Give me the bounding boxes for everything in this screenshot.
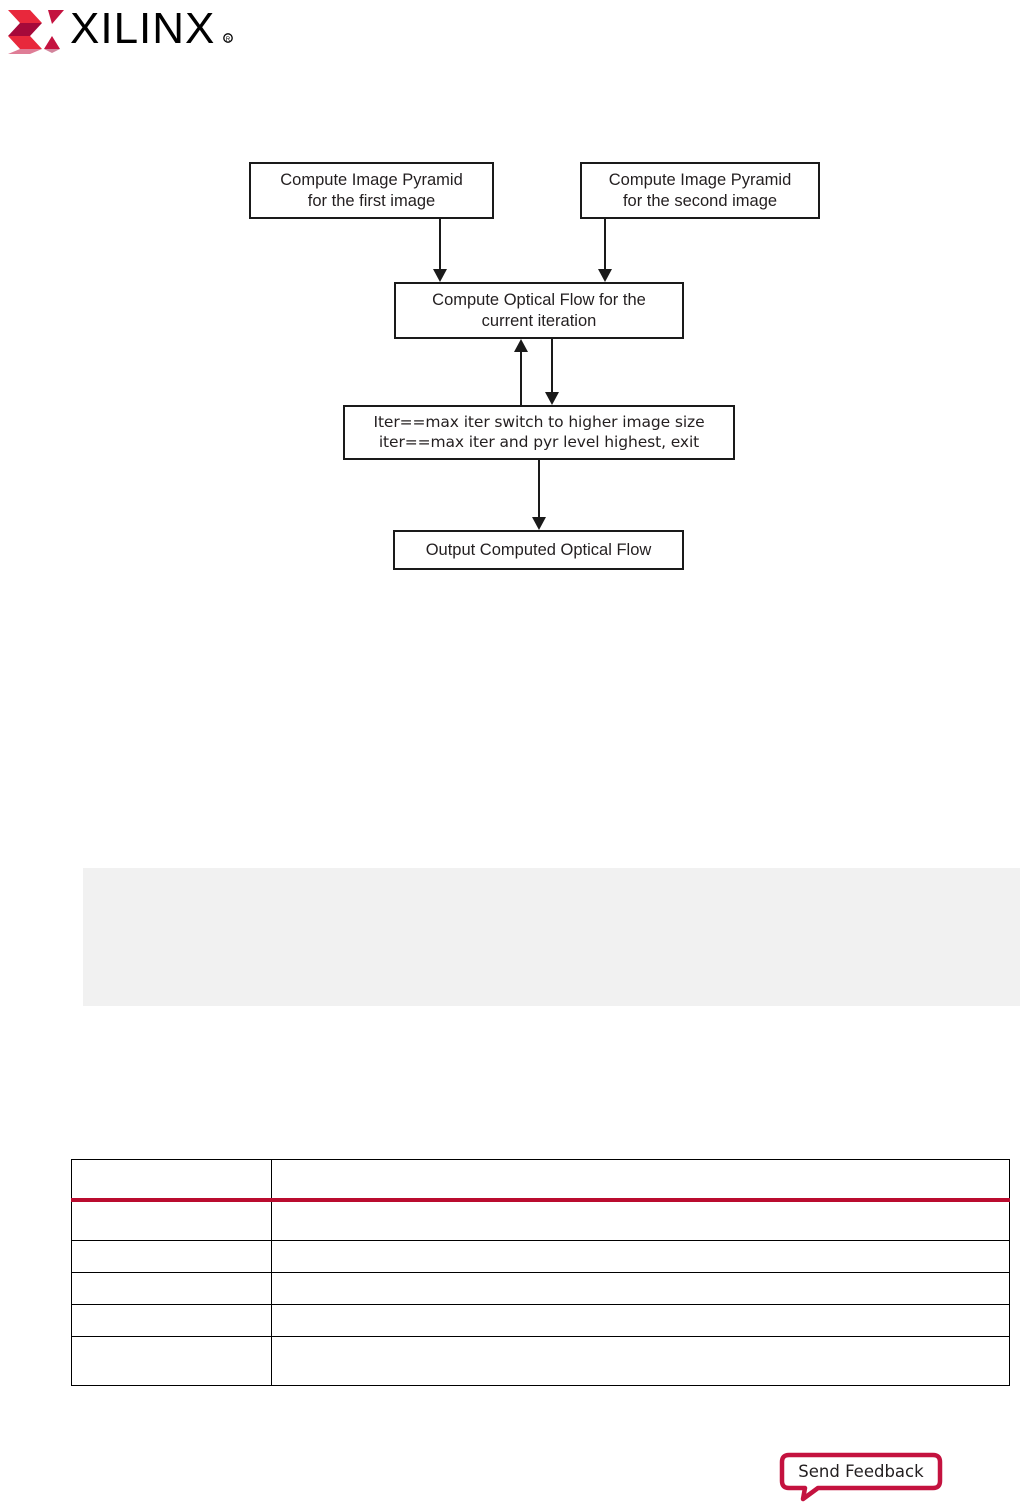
- table-row: [71, 1272, 1010, 1305]
- flow-box-line: current iteration: [481, 311, 597, 330]
- flow-box-line: Compute Optical Flow for the: [432, 290, 646, 309]
- send-feedback-bubble-icon: [779, 1452, 943, 1502]
- table-cell: [71, 1336, 272, 1386]
- table-header-row: [71, 1159, 1010, 1202]
- connector-pyramid1-to-flow: [439, 219, 441, 269]
- table-row: [71, 1199, 1010, 1241]
- table-cell: [71, 1272, 272, 1305]
- flow-box-line: for the second image: [622, 191, 778, 210]
- table-cell: [71, 1199, 272, 1241]
- wordmark-text: XILINX: [70, 5, 215, 53]
- flow-box-line: iter==max iter and pyr level highest, ex…: [378, 432, 700, 451]
- arrowhead-pyramid2-to-flow: [598, 269, 612, 282]
- flow-box-iteration-condition: Iter==max iter switch to higher image si…: [343, 405, 735, 460]
- flow-box-compute-pyramid-second: Compute Image Pyramid for the second ima…: [580, 162, 820, 219]
- flow-box-line: Compute Image Pyramid: [280, 170, 463, 189]
- connector-pyramid2-to-flow: [604, 219, 606, 269]
- flow-box-compute-optical-flow: Compute Optical Flow for the current ite…: [394, 282, 684, 339]
- flow-box-line: Compute Image Pyramid: [608, 170, 792, 189]
- table-row: [71, 1240, 1010, 1273]
- flow-box-line: Output Computed Optical Flow: [425, 540, 652, 559]
- xilinx-x-logo-icon: [8, 8, 66, 56]
- connector-iter-to-output: [538, 460, 540, 517]
- table-cell: [271, 1272, 1010, 1305]
- parameter-table: [71, 1159, 1010, 1386]
- connector-flow-to-iter: [551, 339, 553, 392]
- optical-flow-flowchart-diagram: Compute Image Pyramid for the first imag…: [0, 140, 1020, 590]
- arrowhead-iter-to-flow: [514, 339, 528, 352]
- arrowhead-flow-to-iter: [545, 392, 559, 405]
- code-snippet-block: [83, 868, 1020, 1006]
- table-header-cell: [71, 1159, 272, 1202]
- xilinx-wordmark: XILINX R: [70, 4, 250, 55]
- table-row: [71, 1304, 1010, 1337]
- arrowhead-iter-to-output: [532, 517, 546, 530]
- flow-box-line: for the first image: [307, 191, 436, 210]
- send-feedback-button[interactable]: Send Feedback: [776, 1452, 946, 1502]
- table-cell: [271, 1304, 1010, 1337]
- table-cell: [271, 1240, 1010, 1273]
- table-cell: [71, 1304, 272, 1337]
- table-cell: [71, 1240, 272, 1273]
- table-cell: [271, 1199, 1010, 1241]
- arrowhead-pyramid1-to-flow: [433, 269, 447, 282]
- svg-text:R: R: [226, 37, 231, 43]
- connector-iter-to-flow: [520, 352, 522, 405]
- xilinx-logo: XILINX R: [8, 4, 250, 56]
- table-header-cell: [271, 1159, 1010, 1202]
- flow-box-line: Iter==max iter switch to higher image si…: [373, 413, 705, 432]
- table-cell: [271, 1336, 1010, 1386]
- table-row: [71, 1336, 1010, 1386]
- flow-box-output-optical-flow: Output Computed Optical Flow: [393, 530, 684, 570]
- flow-box-compute-pyramid-first: Compute Image Pyramid for the first imag…: [249, 162, 494, 219]
